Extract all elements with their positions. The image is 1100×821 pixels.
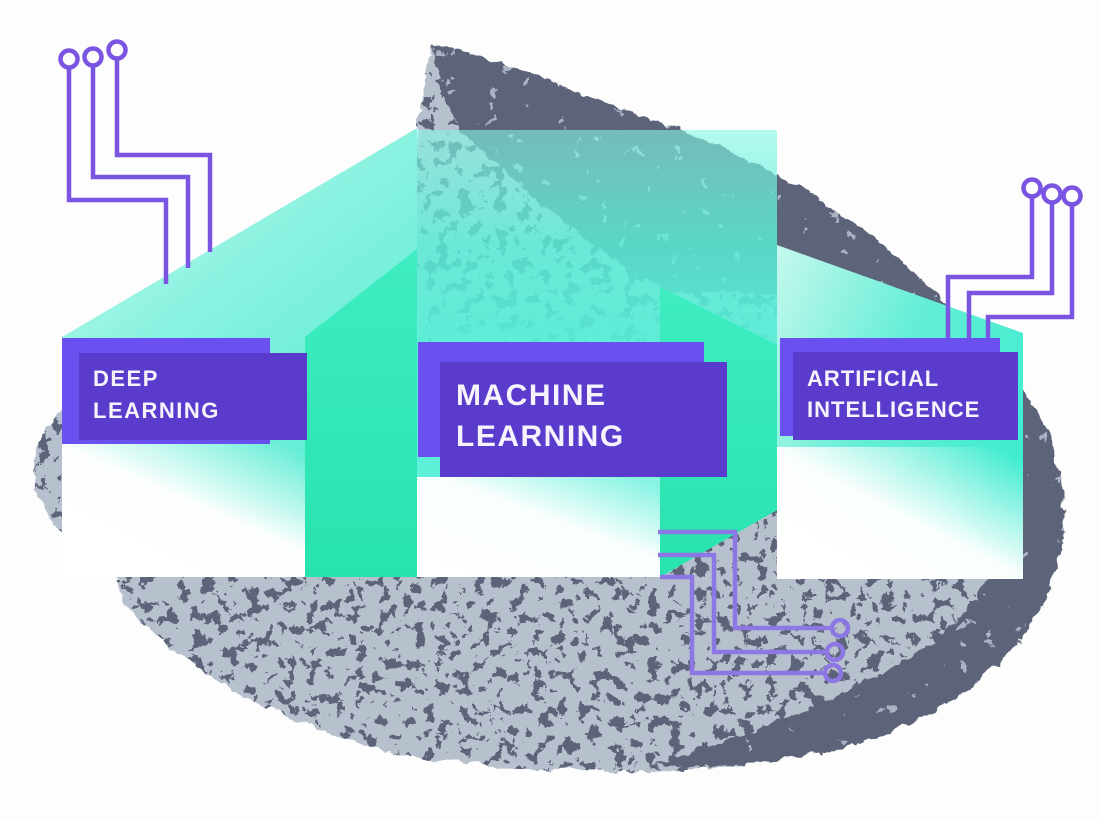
machine-learning-label-box: MACHINE LEARNING bbox=[440, 362, 727, 477]
circuit-trace-top-left-icon bbox=[58, 39, 213, 284]
machine-learning-label-line1: MACHINE bbox=[456, 379, 607, 412]
deep-learning-panel-base bbox=[62, 437, 305, 577]
machine-learning-panel-base bbox=[417, 477, 660, 577]
circuit-trace-right-icon bbox=[945, 177, 1083, 346]
deep-learning-label-box: DEEP LEARNING bbox=[79, 353, 307, 440]
circuit-trace-bottom-icon bbox=[658, 529, 851, 684]
machine-learning-label-line2: LEARNING bbox=[456, 420, 625, 453]
artificial-intelligence-panel-base bbox=[777, 447, 1023, 579]
left-side-face bbox=[305, 249, 417, 577]
artificial-intelligence-label-box: ARTIFICIAL INTELLIGENCE bbox=[793, 352, 1018, 440]
artificial-intelligence-label-line2: INTELLIGENCE bbox=[807, 397, 981, 422]
deep-learning-label-line1: DEEP bbox=[93, 366, 159, 391]
deep-learning-label-line2: LEARNING bbox=[93, 398, 220, 423]
artificial-intelligence-label-line1: ARTIFICIAL bbox=[807, 366, 940, 391]
